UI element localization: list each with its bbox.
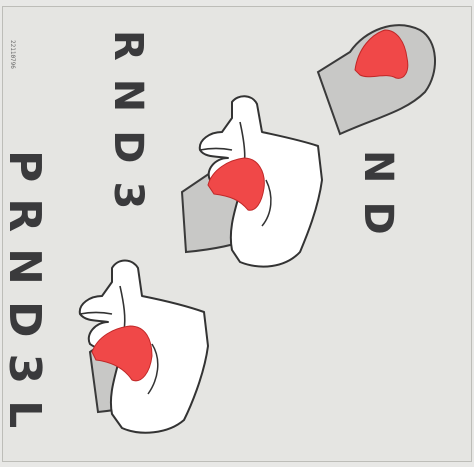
label-top: ND [358,150,398,253]
gate-top [318,25,435,134]
gate-middle [182,96,322,266]
figure-code: 22110796 [9,40,16,69]
label-bottom: PRND3L [2,150,46,444]
label-middle: RND3 [108,30,148,227]
gate-bottom [80,261,208,433]
